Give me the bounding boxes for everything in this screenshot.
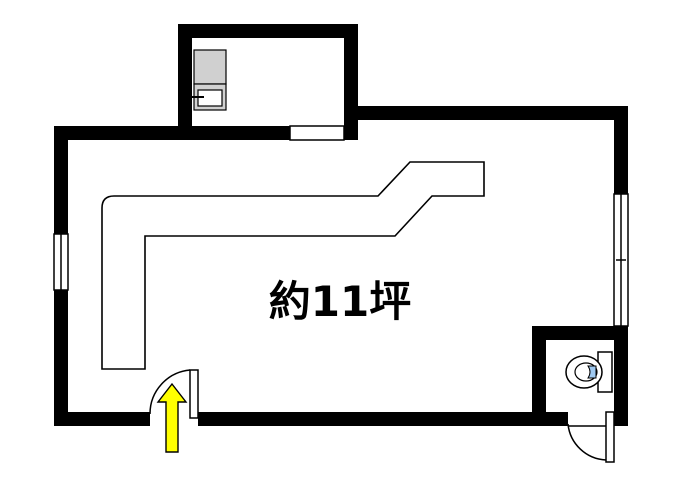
wall-bottom-right xyxy=(198,412,548,426)
up-arrow-icon xyxy=(156,382,188,453)
wall-left-lower xyxy=(54,290,68,426)
wall-alcove-right xyxy=(344,24,358,120)
wall-right-upper xyxy=(614,106,628,194)
wall-toilet-bottom xyxy=(532,412,568,426)
counter xyxy=(101,161,485,370)
alcove-opening xyxy=(289,125,345,141)
wall-toilet-right xyxy=(614,326,628,426)
entrance-door xyxy=(149,369,199,419)
walls xyxy=(54,24,628,426)
toilet-door xyxy=(567,411,615,463)
wall-alcove-top xyxy=(178,24,358,38)
area-label: 約11坪 xyxy=(268,276,412,326)
sink-icon xyxy=(190,49,227,111)
wall-left-upper xyxy=(54,126,68,234)
wall-alcove-left xyxy=(178,24,192,140)
wall-toilet-top xyxy=(532,326,628,340)
wall-top-right xyxy=(344,106,628,120)
windows xyxy=(53,193,629,327)
wall-top-left xyxy=(54,126,290,140)
toilet-icon xyxy=(565,351,613,393)
wall-bottom-left xyxy=(54,412,150,426)
wall-toilet-left xyxy=(532,326,546,426)
